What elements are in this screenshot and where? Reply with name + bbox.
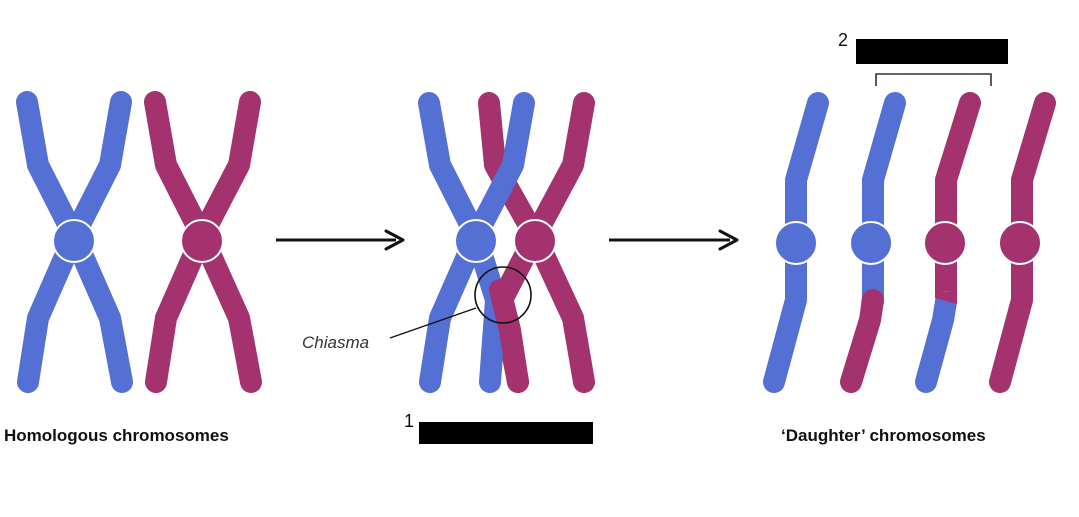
blue-chromatid-left-top <box>16 91 85 247</box>
blue-centromere <box>52 219 96 263</box>
blank-marker-1: 1 <box>404 411 414 431</box>
blue-chromatid-a-bottom <box>419 225 487 393</box>
blue-chromatid-left-bottom <box>17 225 85 393</box>
blue-centromere-crossed <box>454 219 498 263</box>
magenta-chromatid-b-bottom <box>524 225 595 393</box>
blue-chromatid-right-top <box>63 91 132 247</box>
magenta-centromere <box>180 219 224 263</box>
magenta-chromosome <box>144 91 262 393</box>
chiasma-circle <box>474 266 532 324</box>
redacted-blank-2 <box>856 39 1008 64</box>
daughter-chromosome-1 <box>763 92 829 393</box>
daughter-chromosome-2 <box>840 92 906 393</box>
blue-chromatid-a-top <box>418 92 487 247</box>
blue-chromatid-b-top <box>465 92 535 247</box>
daughter-chromosome-4 <box>989 92 1056 393</box>
crossing-over-pair <box>389 92 595 393</box>
blue-chromatid-right-bottom <box>63 225 133 393</box>
arrow-1 <box>276 229 405 251</box>
magenta-centromere-crossed <box>513 219 557 263</box>
magenta-chromatid-left-bottom <box>145 225 213 393</box>
magenta-chromatid-right-bottom <box>191 225 262 393</box>
chiasma-label: Chiasma <box>302 333 369 352</box>
blue-chromosome <box>16 91 133 393</box>
homologous-label: Homologous chromosomes <box>4 426 229 445</box>
redacted-blank-1 <box>419 422 593 444</box>
chiasma-pointer <box>389 307 477 339</box>
recombinant-bracket <box>875 73 992 86</box>
magenta-chromatid-b-top <box>524 92 595 247</box>
magenta-chromatid-left-top <box>144 91 213 247</box>
magenta-crossover-segment <box>489 279 529 393</box>
homologous-pair <box>16 91 262 393</box>
arrow-2 <box>609 229 739 251</box>
blank-marker-2: 2 <box>838 30 848 50</box>
magenta-chromatid-right-top <box>191 91 261 247</box>
daughter-chromosomes <box>763 92 1056 393</box>
daughter-chromosome-3 <box>915 92 981 393</box>
magenta-chromatid-a-top <box>478 92 546 247</box>
daughter-label: ‘Daughter’ chromosomes <box>781 426 986 445</box>
